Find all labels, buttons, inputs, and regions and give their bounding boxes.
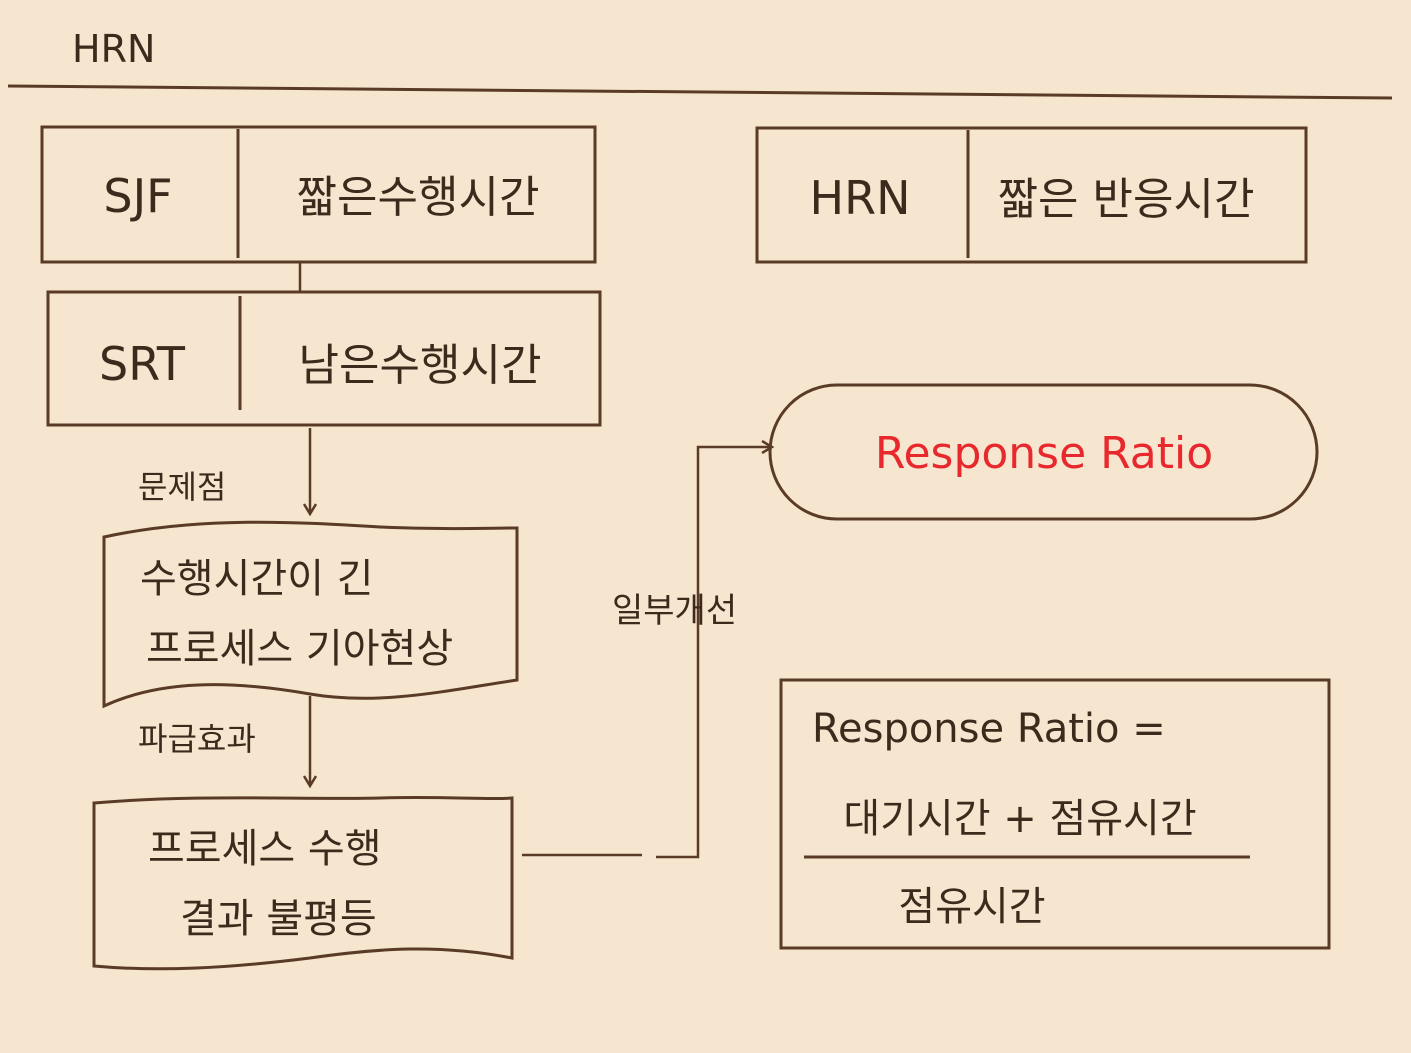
starvation-line1: 수행시간이 긴 — [140, 556, 374, 602]
unfairness-document: 프로세스 수행 결과 불평등 — [92, 795, 514, 971]
response-ratio-terminal: Response Ratio — [768, 383, 1319, 521]
hrn-box: HRN 짧은 반응시간 — [755, 126, 1308, 264]
sjf-box: SJF 짧은수행시간 — [40, 125, 597, 264]
hrn-description: 짧은 반응시간 — [998, 174, 1255, 225]
starvation-document: 수행시간이 긴 프로세스 기아현상 — [102, 520, 519, 709]
unfairness-line2: 결과 불평등 — [180, 896, 377, 942]
side-effect-label: 파급효과 — [138, 720, 256, 758]
formula-denominator: 점유시간 — [898, 884, 1045, 930]
response-ratio-label: Response Ratio — [875, 428, 1213, 479]
title-divider — [7, 84, 1393, 100]
srt-label: SRT — [99, 337, 186, 391]
formula-box: Response Ratio = 대기시간 + 점유시간 점유시간 — [779, 678, 1331, 950]
srt-box: SRT 남은수행시간 — [46, 290, 602, 427]
formula-lhs: Response Ratio = — [812, 706, 1166, 752]
problem-label: 문제점 — [138, 468, 226, 506]
srt-description: 남은수행시간 — [299, 340, 542, 391]
starvation-line2: 프로세스 기아현상 — [146, 626, 453, 672]
improvement-label: 일부개선 — [612, 591, 737, 631]
unfairness-line1: 프로세스 수행 — [148, 826, 382, 872]
page-title: HRN — [72, 27, 155, 71]
improvement-arrow — [656, 447, 772, 859]
sjf-label: SJF — [103, 169, 172, 223]
sjf-description: 짧은수행시간 — [297, 172, 540, 223]
hrn-label: HRN — [810, 171, 911, 225]
formula-numerator: 대기시간 + 점유시간 — [843, 796, 1196, 842]
